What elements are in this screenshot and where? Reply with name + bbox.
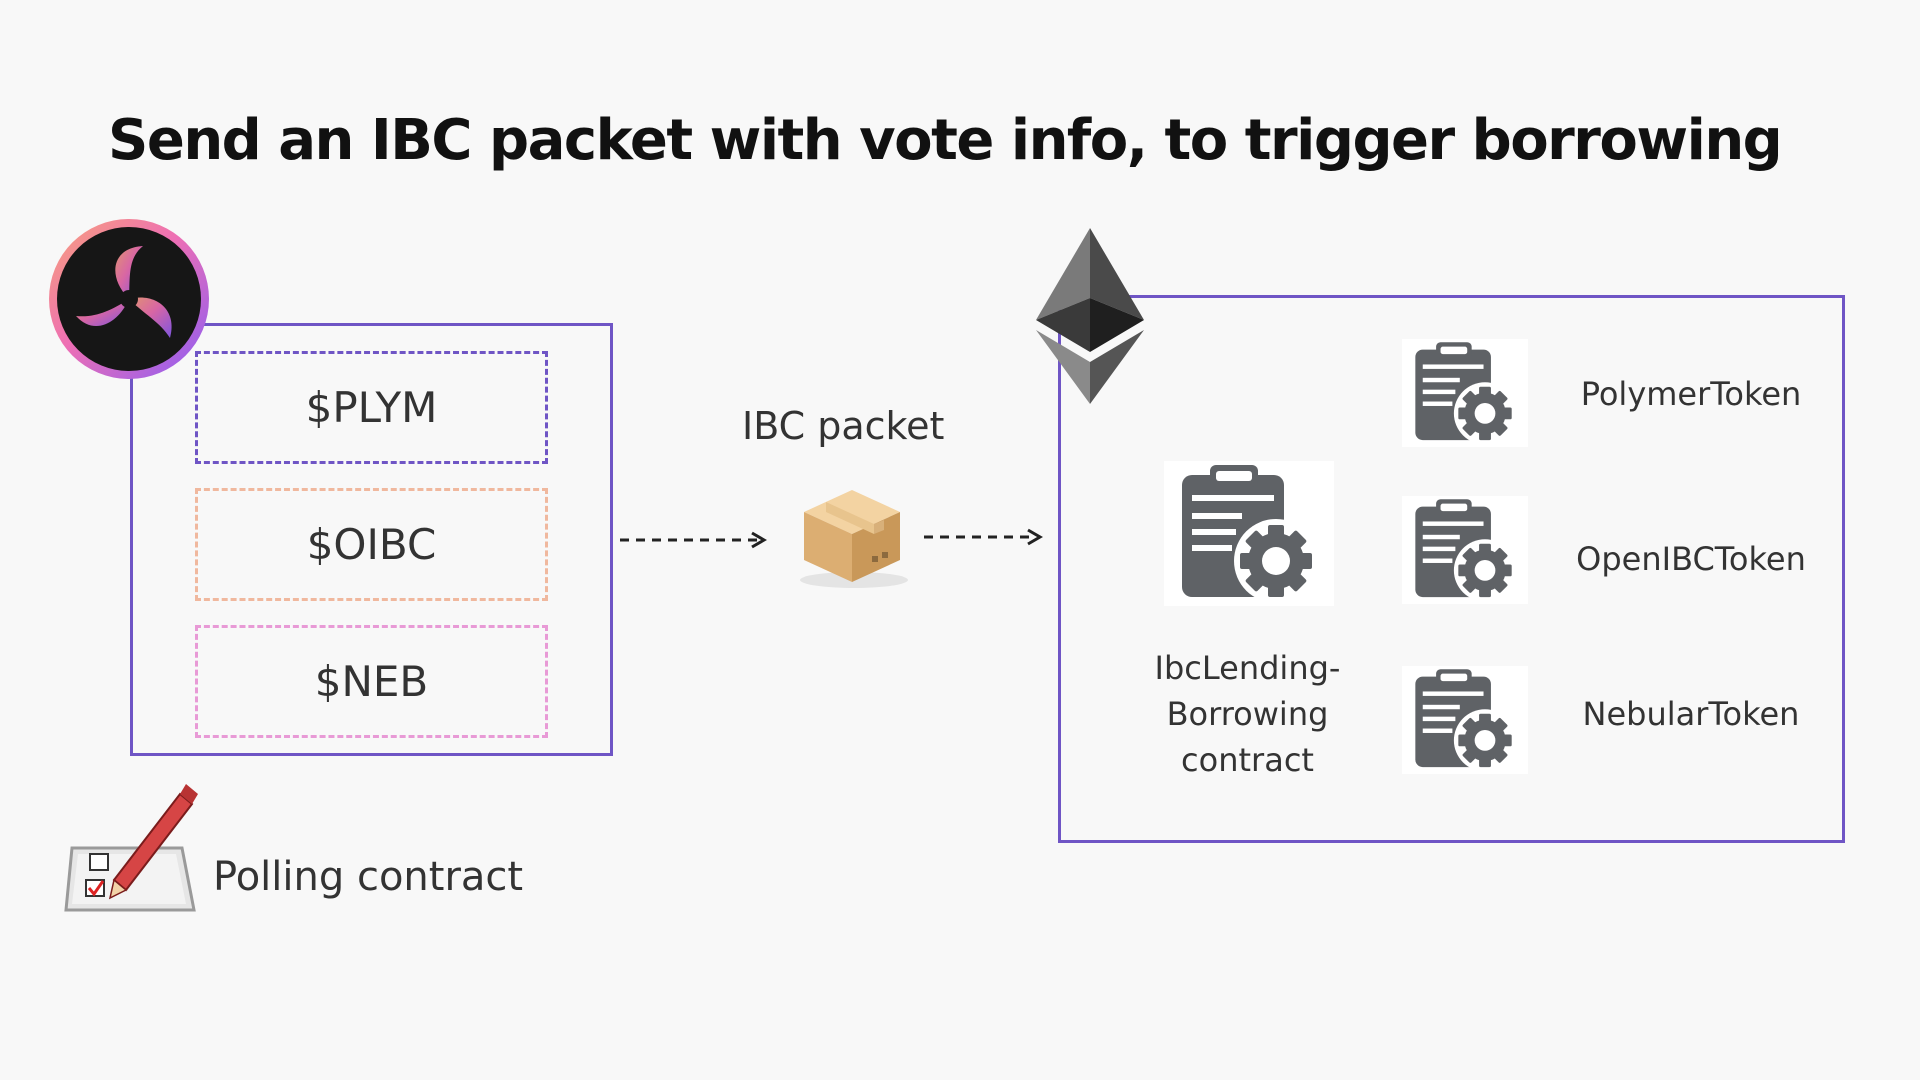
arrow-left-to-packet — [620, 531, 767, 549]
lending-contract-label-line-3: contract — [1181, 741, 1314, 779]
token-oibc: $OIBC — [195, 488, 548, 601]
openibc-token-icon-tile — [1402, 496, 1528, 604]
ethereum-logo-icon — [1036, 228, 1144, 404]
lending-contract-icon-tile — [1164, 461, 1334, 606]
openibc-token-label: OpenIBCToken — [1576, 540, 1806, 578]
arrow-packet-to-right — [924, 528, 1043, 546]
polymer-token-label: PolymerToken — [1580, 375, 1802, 413]
token-neb: $NEB — [195, 625, 548, 738]
contract-gear-icon — [1182, 465, 1318, 603]
contract-gear-icon — [1415, 499, 1517, 602]
polymer-token-icon-tile — [1402, 339, 1528, 447]
page-title: Send an IBC packet with vote info, to tr… — [108, 108, 1783, 173]
lending-contract-label-line-1: IbcLending- — [1154, 649, 1341, 687]
nebular-token-icon-tile — [1402, 666, 1528, 774]
ballot-pencil-icon — [64, 784, 198, 912]
lending-contract-label: IbcLending- Borrowing contract — [1125, 645, 1370, 783]
polling-contract-box — [130, 323, 613, 756]
lending-contract-box — [1058, 295, 1845, 843]
polling-contract-label: Polling contract — [213, 854, 524, 900]
contract-gear-icon — [1415, 669, 1517, 772]
package-box-icon — [800, 490, 908, 588]
polymer-logo-icon — [49, 219, 209, 379]
token-plym: $PLYM — [195, 351, 548, 464]
nebular-token-label: NebularToken — [1582, 695, 1800, 733]
lending-contract-label-line-2: Borrowing — [1166, 695, 1329, 733]
ibc-packet-label: IBC packet — [742, 404, 945, 448]
contract-gear-icon — [1415, 342, 1517, 445]
